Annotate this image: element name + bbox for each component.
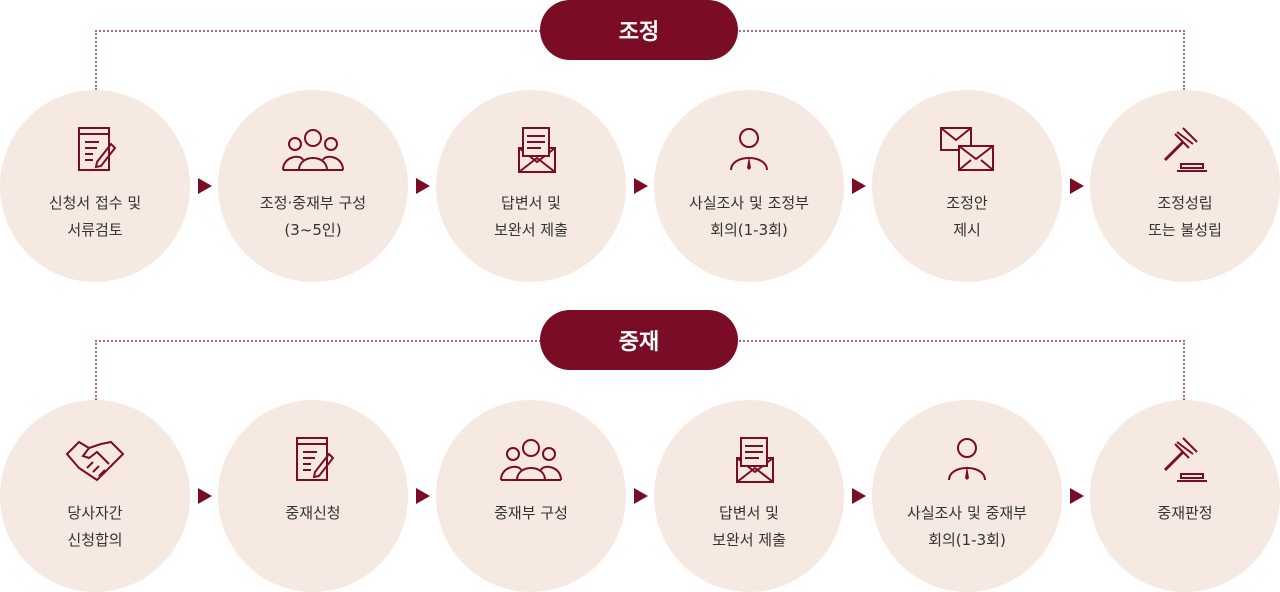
arrow-right-icon <box>416 488 430 504</box>
process-step: 답변서 및 보완서 제출 <box>436 90 626 282</box>
person-icon <box>948 438 986 481</box>
person-icon <box>730 128 768 171</box>
step-label: 중재부 구성 <box>494 504 568 522</box>
process-step: 조정안 제시 <box>872 90 1062 282</box>
arrow-right-icon <box>1070 488 1084 504</box>
process-step: 중재부 구성 <box>436 400 626 592</box>
process-step: 신청서 접수 및 서류검토 <box>0 90 190 282</box>
arrow-right-icon <box>634 178 648 194</box>
gavel-icon <box>1163 127 1207 172</box>
process-step: 사실조사 및 조정부 회의(1-3회) <box>654 90 844 282</box>
arrow-right-icon <box>852 488 866 504</box>
document-edit-icon <box>296 437 335 481</box>
letter-icon <box>736 437 774 483</box>
letter-icon <box>518 127 556 173</box>
arrow-right-icon <box>198 488 212 504</box>
process-step: 조정성립 또는 불성립 <box>1090 90 1280 282</box>
section-title-pill: 중재 <box>540 310 738 370</box>
step-label: 조정안 제시 <box>946 194 988 239</box>
step-label: 조정·중재부 구성 (3~5인) <box>259 194 367 239</box>
process-step: 조정·중재부 구성 (3~5인) <box>218 90 408 282</box>
section-title-pill: 조정 <box>540 0 738 60</box>
handshake-icon <box>65 440 125 482</box>
document-edit-icon <box>78 127 117 171</box>
step-label: 신청서 접수 및 서류검토 <box>48 194 142 239</box>
process-step: 중재판정 <box>1090 400 1280 592</box>
arrow-right-icon <box>416 178 430 194</box>
step-label: 중재신청 <box>285 504 341 522</box>
arbitration-section: 중재 당사자간 신청합의 중재신청 중재부 구성 답변서 및 보완서 제출 사실조사 및… <box>0 310 1280 592</box>
step-label: 답변서 및 보완서 제출 <box>494 194 568 239</box>
mediation-section: 조정 신청서 접수 및 서류검토 조정·중재부 구성 (3~5인) 답변서 및 보완… <box>0 0 1280 282</box>
arrow-right-icon <box>852 178 866 194</box>
arrow-right-icon <box>1070 178 1084 194</box>
step-label: 조정성립 또는 불성립 <box>1148 194 1222 239</box>
mail-exchange-icon <box>940 127 994 171</box>
step-label: 사실조사 및 조정부 회의(1-3회) <box>689 194 809 239</box>
step-label: 중재판정 <box>1157 504 1213 522</box>
step-label: 사실조사 및 중재부 회의(1-3회) <box>907 504 1027 549</box>
process-step: 답변서 및 보완서 제출 <box>654 400 844 592</box>
process-step: 당사자간 신청합의 <box>0 400 190 592</box>
arrow-right-icon <box>198 178 212 194</box>
group-icon <box>500 439 562 481</box>
process-step: 중재신청 <box>218 400 408 592</box>
step-label: 답변서 및 보완서 제출 <box>712 504 786 549</box>
gavel-icon <box>1163 437 1207 482</box>
step-label: 당사자간 신청합의 <box>67 504 123 549</box>
arrow-right-icon <box>634 488 648 504</box>
process-step: 사실조사 및 중재부 회의(1-3회) <box>872 400 1062 592</box>
group-icon <box>282 129 344 171</box>
